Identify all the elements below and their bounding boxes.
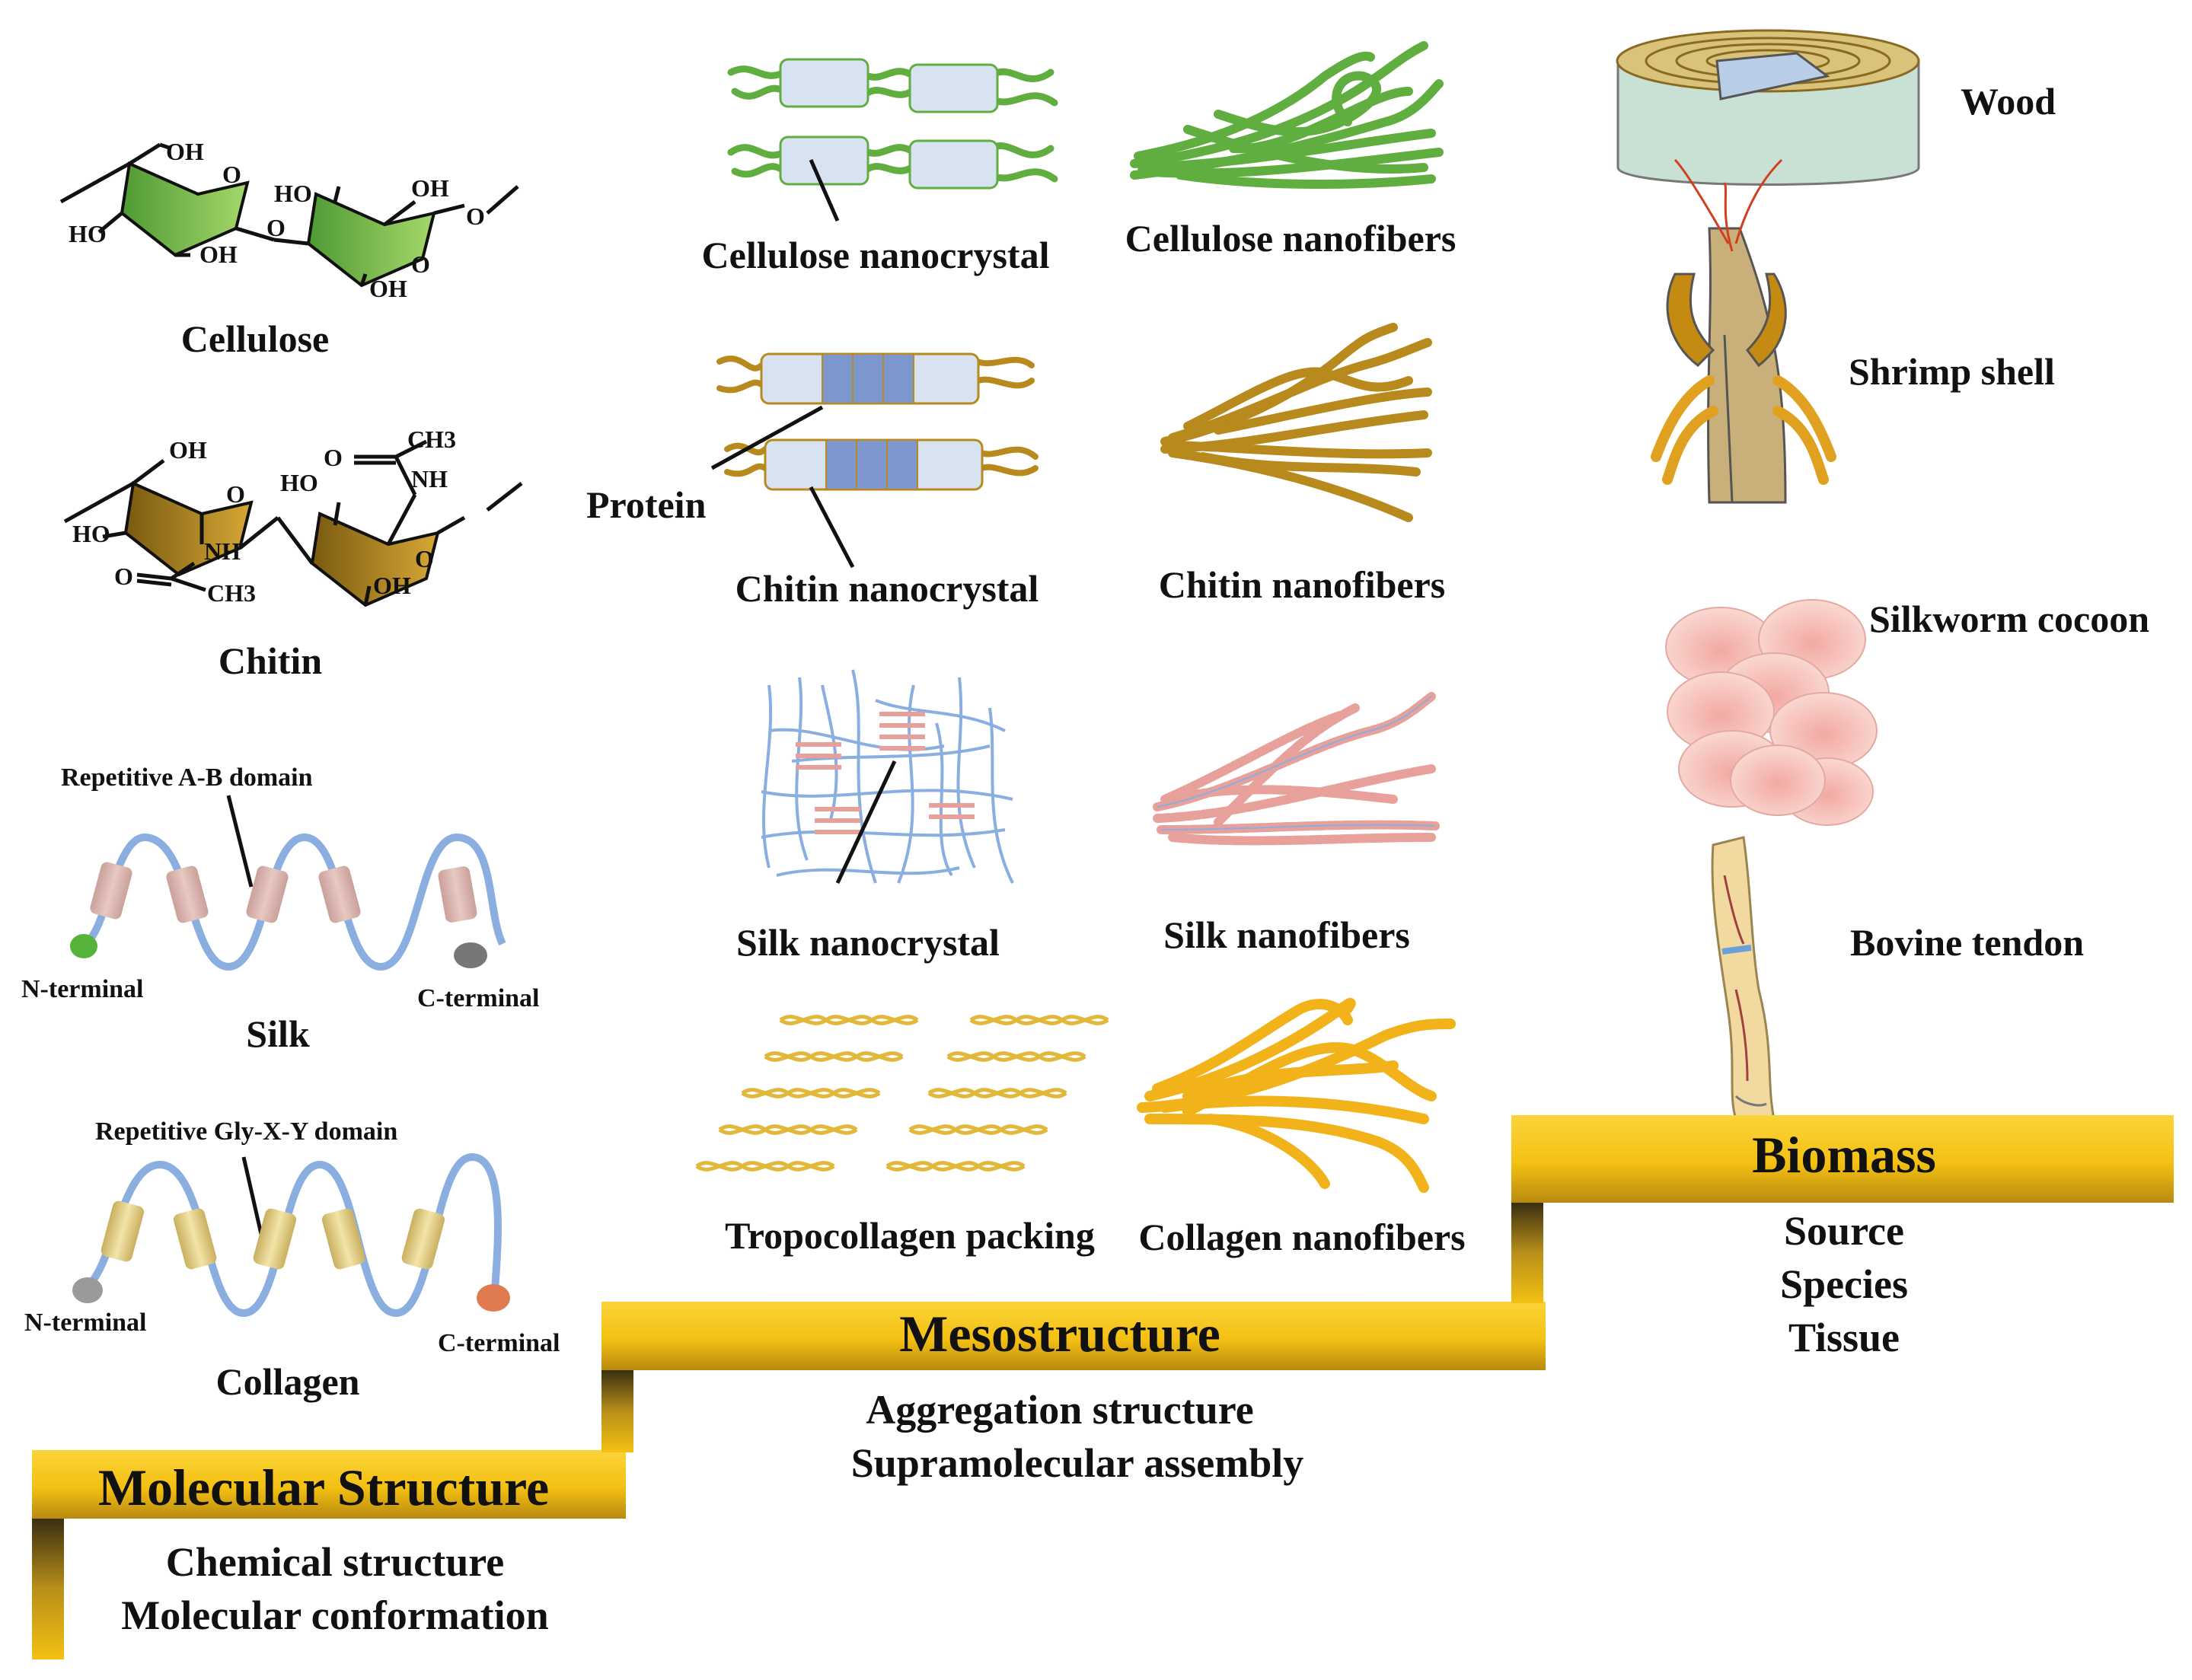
biomass-line: Species xyxy=(1780,1261,1908,1307)
silk-chain xyxy=(81,833,506,971)
silk-nanocrystal-illustration xyxy=(761,669,1014,885)
chitin-atom: OH xyxy=(373,572,411,599)
tendon-label: Bovine tendon xyxy=(1850,921,2084,964)
collagen-domains xyxy=(101,1200,445,1270)
cellulose-atom: O xyxy=(266,214,286,241)
mesostructure-title: Mesostructure xyxy=(899,1305,1220,1363)
step-meso-bar xyxy=(601,1302,1546,1370)
cellulose-atom-labels: OH O HO OH HO OH O OH O O xyxy=(69,138,485,302)
biomass-line: Source xyxy=(1784,1208,1904,1254)
silk-n-terminal-dot xyxy=(70,934,97,958)
collagen-domain-leader xyxy=(241,1156,265,1242)
cellulose-nanofibers-illustration xyxy=(1130,41,1444,189)
silk-domains xyxy=(90,862,477,923)
step-molecular-riser xyxy=(32,1519,64,1659)
cellulose-atom: O xyxy=(222,161,241,188)
chitin-atom: CH3 xyxy=(207,579,256,607)
biomass-line: Tissue xyxy=(1788,1315,1900,1360)
collagen-nanofibers-illustration xyxy=(1137,997,1456,1193)
cellulose-atom: OH xyxy=(199,241,238,268)
silk-n-terminal-label: N-terminal xyxy=(21,975,144,1003)
tropocollagen-packing-label: Tropocollagen packing xyxy=(725,1214,1095,1257)
chitin-atom: O xyxy=(114,563,133,590)
silkworm-cocoon-illustration xyxy=(1665,599,1878,826)
cellulose-atom: OH xyxy=(369,275,407,302)
collagen-chain xyxy=(85,1152,502,1318)
collagen-label: Collagen xyxy=(216,1360,360,1403)
step-meso-riser xyxy=(601,1370,633,1452)
chitin-atom: O xyxy=(415,545,434,572)
wood-label: Wood xyxy=(1961,80,2056,123)
chitin-label: Chitin xyxy=(219,639,322,682)
chitin-atom: HO xyxy=(72,520,110,547)
silk-domain-leader xyxy=(226,795,254,888)
shrimp-illustration xyxy=(1651,158,1836,504)
cellulose-nanocrystal-label: Cellulose nanocrystal xyxy=(702,234,1050,276)
silk-c-terminal-label: C-terminal xyxy=(417,984,540,1012)
collagen-nanofibers-label: Collagen nanofibers xyxy=(1138,1216,1465,1258)
silk-nanocrystal-label: Silk nanocrystal xyxy=(736,921,1000,964)
chitin-nanocrystal-illustration xyxy=(710,352,1039,569)
chitin-atom: NH xyxy=(411,465,448,493)
chitin-nanocrystal-label: Chitin nanocrystal xyxy=(735,567,1039,610)
chitin-atom: O xyxy=(324,444,343,471)
silk-c-terminal-dot xyxy=(454,942,487,968)
cellulose-nanofibers-label: Cellulose nanofibers xyxy=(1125,217,1457,260)
silk-domain-label: Repetitive A-B domain xyxy=(61,763,313,792)
silk-label: Silk xyxy=(246,1012,310,1055)
step-biomass-bar xyxy=(1511,1115,2174,1203)
collagen-c-terminal-dot xyxy=(477,1284,510,1312)
cellulose-atom: OH xyxy=(166,138,204,165)
cellulose-atom: HO xyxy=(69,220,107,247)
cellulose-atom: O xyxy=(411,250,430,278)
triple-helix xyxy=(779,1015,919,1025)
chitin-atom: CH3 xyxy=(407,426,456,453)
cellulose-label: Cellulose xyxy=(181,317,329,360)
collagen-domain-label: Repetitive Gly-X-Y domain xyxy=(95,1117,397,1146)
silk-nanofibers-label: Silk nanofibers xyxy=(1163,913,1410,956)
silk-nanofibers-illustration xyxy=(1153,692,1440,846)
bovine-tendon-illustration xyxy=(1711,836,1776,1121)
meso-line: Supramolecular assembly xyxy=(851,1440,1304,1486)
silkworm-label: Silkworm cocoon xyxy=(1869,598,2149,640)
chitin-nanofibers-label: Chitin nanofibers xyxy=(1159,563,1445,606)
collagen-c-terminal-label: C-terminal xyxy=(438,1329,560,1357)
cellulose-nanocrystal-illustration xyxy=(727,58,1058,222)
step-molecular-bar xyxy=(32,1450,626,1519)
protein-label: Protein xyxy=(586,483,707,526)
meso-line: Aggregation structure xyxy=(866,1387,1253,1433)
cellulose-atom: O xyxy=(466,202,485,230)
staircase xyxy=(32,1115,2174,1659)
chitin-atom: OH xyxy=(169,436,207,464)
chitin-atom: O xyxy=(226,480,245,508)
cellulose-atom: OH xyxy=(411,174,449,202)
wood-illustration xyxy=(1616,29,1920,186)
step-biomass-riser xyxy=(1511,1203,1543,1303)
chitin-atom: HO xyxy=(280,469,318,496)
chitin-atom: NH xyxy=(204,537,241,565)
molecular-structure-title: Molecular Structure xyxy=(98,1458,549,1516)
cellulose-atom: HO xyxy=(274,180,312,207)
chitin-nanofibers-illustration xyxy=(1160,323,1432,522)
collagen-n-terminal-label: N-terminal xyxy=(24,1309,147,1337)
molecular-line: Chemical structure xyxy=(166,1539,504,1585)
shrimp-label: Shrimp shell xyxy=(1849,350,2055,393)
chitin-atom-labels: OH O CH3 O HO NH HO NH O CH3 OH O xyxy=(72,426,456,607)
biomass-title: Biomass xyxy=(1752,1126,1936,1184)
silk-nanofibers-outline xyxy=(1157,696,1436,830)
chitin-structure xyxy=(63,439,523,607)
cellulose-structure xyxy=(59,142,519,288)
molecular-line: Molecular conformation xyxy=(121,1592,548,1638)
collagen-n-terminal-dot xyxy=(72,1277,103,1303)
tropocollagen-packing-illustration xyxy=(695,1015,1109,1172)
